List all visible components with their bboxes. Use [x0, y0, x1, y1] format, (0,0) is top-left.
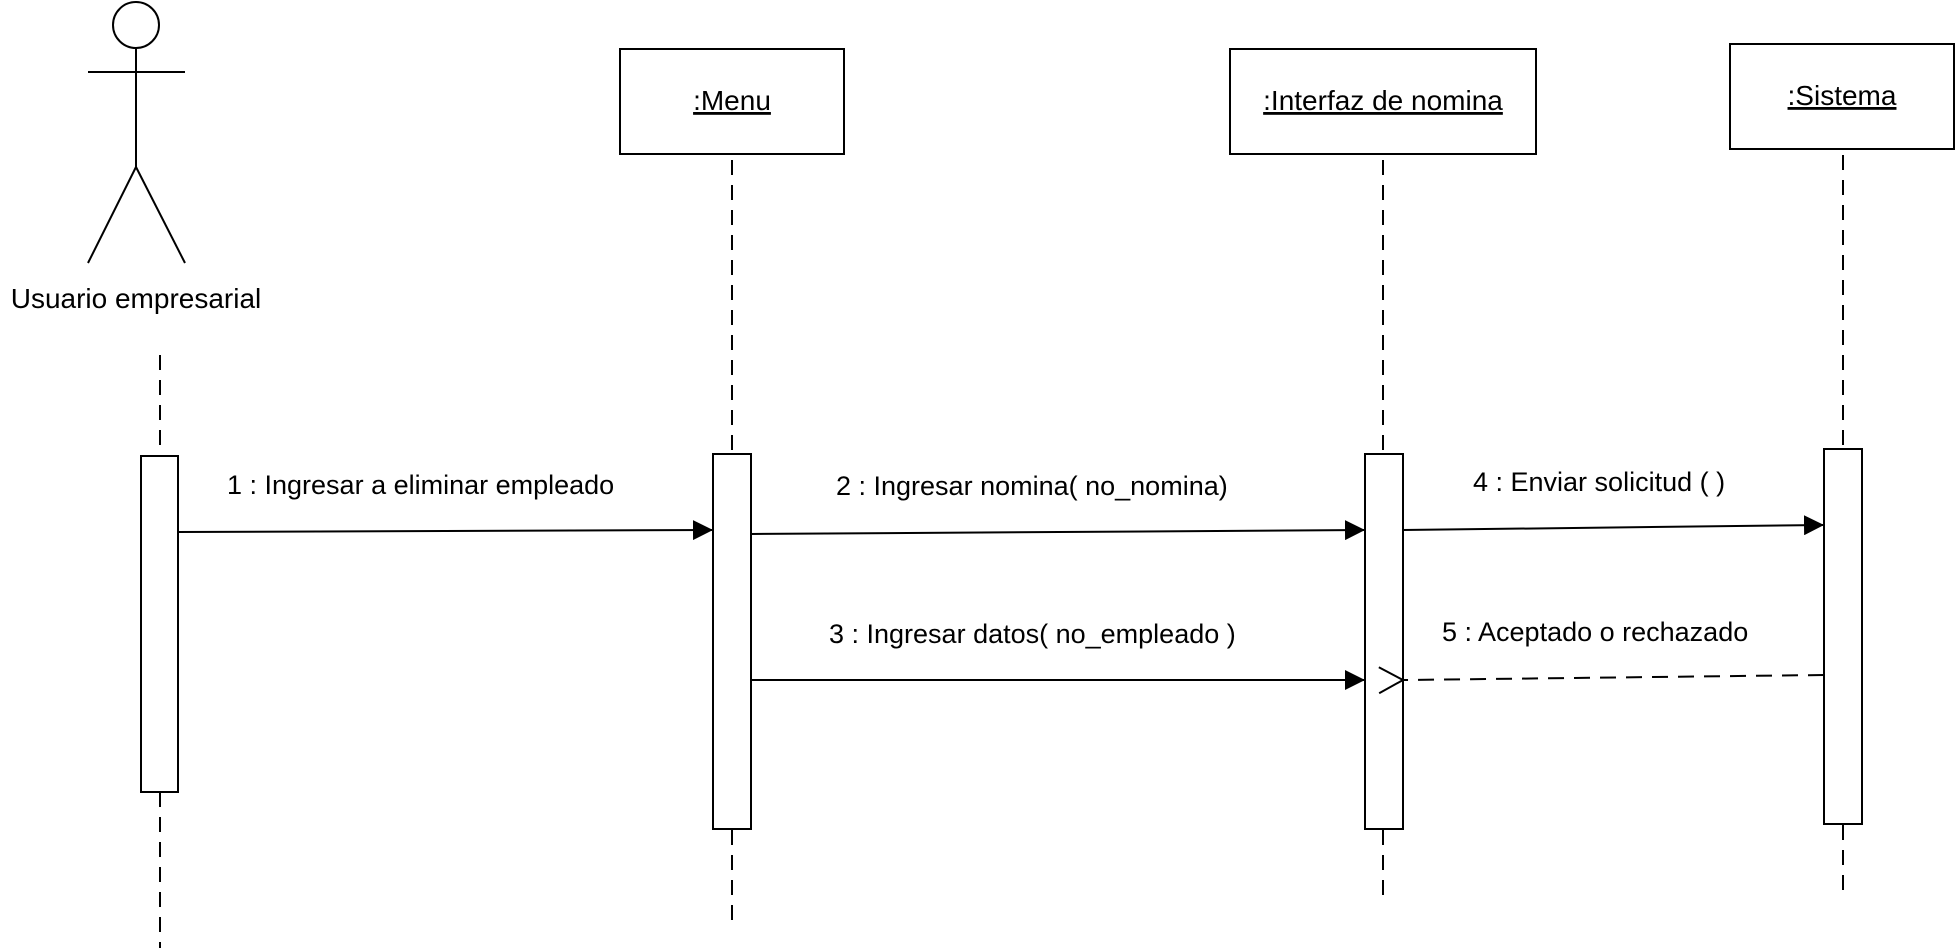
message-4: 4 : Enviar solicitud ( )	[1402, 467, 1825, 536]
stick-figure-icon	[87, 1, 186, 264]
message-2: 2 : Ingresar nomina( no_nomina)	[750, 471, 1366, 541]
object-menu: :Menu	[619, 48, 845, 155]
message-label: 5 : Aceptado o rechazado	[1442, 617, 1748, 647]
object-name: :Menu	[693, 85, 771, 116]
activation-bar-interfaz	[1364, 453, 1404, 830]
activation-bar-sistema	[1823, 448, 1863, 825]
message-arrow	[177, 520, 714, 541]
activation-bars	[140, 448, 1863, 830]
object-box	[619, 48, 845, 155]
message-arrow	[1402, 515, 1825, 536]
lifelines	[159, 155, 1844, 948]
message-3: 3 : Ingresar datos( no_empleado )	[751, 619, 1365, 690]
message-label: 4 : Enviar solicitud ( )	[1473, 467, 1725, 497]
message-1: 1 : Ingresar a eliminar empleado	[177, 470, 714, 541]
object-sistema: :Sistema	[1729, 43, 1955, 150]
actor-name: Usuario empresarial	[11, 283, 262, 314]
return-arrow	[1403, 675, 1825, 680]
object-name: :Sistema	[1788, 80, 1897, 111]
message-label: 2 : Ingresar nomina( no_nomina)	[836, 471, 1228, 501]
message-5-return: 5 : Aceptado o rechazado	[1403, 617, 1825, 680]
object-box	[1229, 48, 1537, 155]
activation-bar-menu	[712, 453, 752, 830]
message-label: 1 : Ingresar a eliminar empleado	[227, 470, 614, 500]
activation-bar-actor	[140, 455, 179, 793]
message-arrow	[750, 520, 1366, 541]
object-interfaz-de-nomina: :Interfaz de nomina	[1229, 48, 1537, 155]
actor-usuario-empresarial: Usuario empresarial	[11, 1, 262, 314]
object-box	[1729, 43, 1955, 150]
object-name: :Interfaz de nomina	[1263, 85, 1503, 116]
message-label: 3 : Ingresar datos( no_empleado )	[829, 619, 1236, 649]
